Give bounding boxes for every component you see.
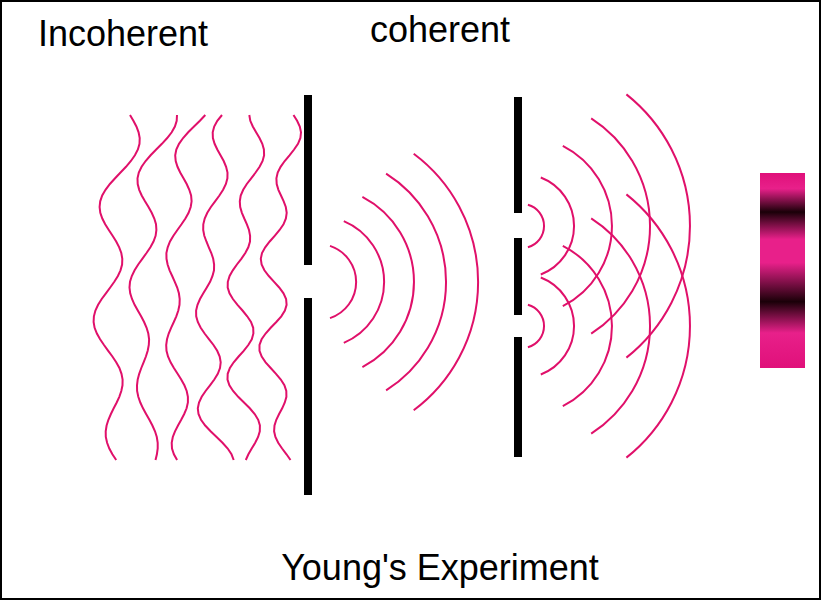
wave-line (344, 221, 384, 343)
wave-line (528, 205, 544, 247)
barrier (514, 97, 522, 213)
section-label: Incoherent (38, 14, 208, 54)
wave-line (591, 118, 650, 333)
wave-line (362, 197, 414, 367)
barrier (514, 337, 522, 457)
wave-line (528, 305, 544, 347)
wave-line (626, 194, 690, 457)
barrier (304, 95, 312, 265)
wave-line (591, 218, 650, 433)
wave-line (260, 115, 302, 460)
caption-label: Young's Experiment (281, 548, 599, 588)
wave-line (563, 246, 612, 406)
barriers (304, 95, 522, 495)
wave-line (228, 115, 265, 460)
wave-line (414, 154, 478, 411)
wave-line (541, 278, 574, 375)
section-label: coherent (370, 10, 510, 50)
wave-line (563, 146, 612, 306)
wave-line (386, 174, 446, 391)
fringe-screen (760, 173, 805, 368)
wave-line (330, 246, 356, 318)
wave-line (94, 115, 140, 460)
wave-line (166, 115, 205, 460)
barrier (304, 298, 312, 495)
wave-line (541, 178, 574, 275)
wavefronts (94, 94, 690, 460)
wave-line (130, 115, 178, 460)
barrier (514, 238, 522, 315)
